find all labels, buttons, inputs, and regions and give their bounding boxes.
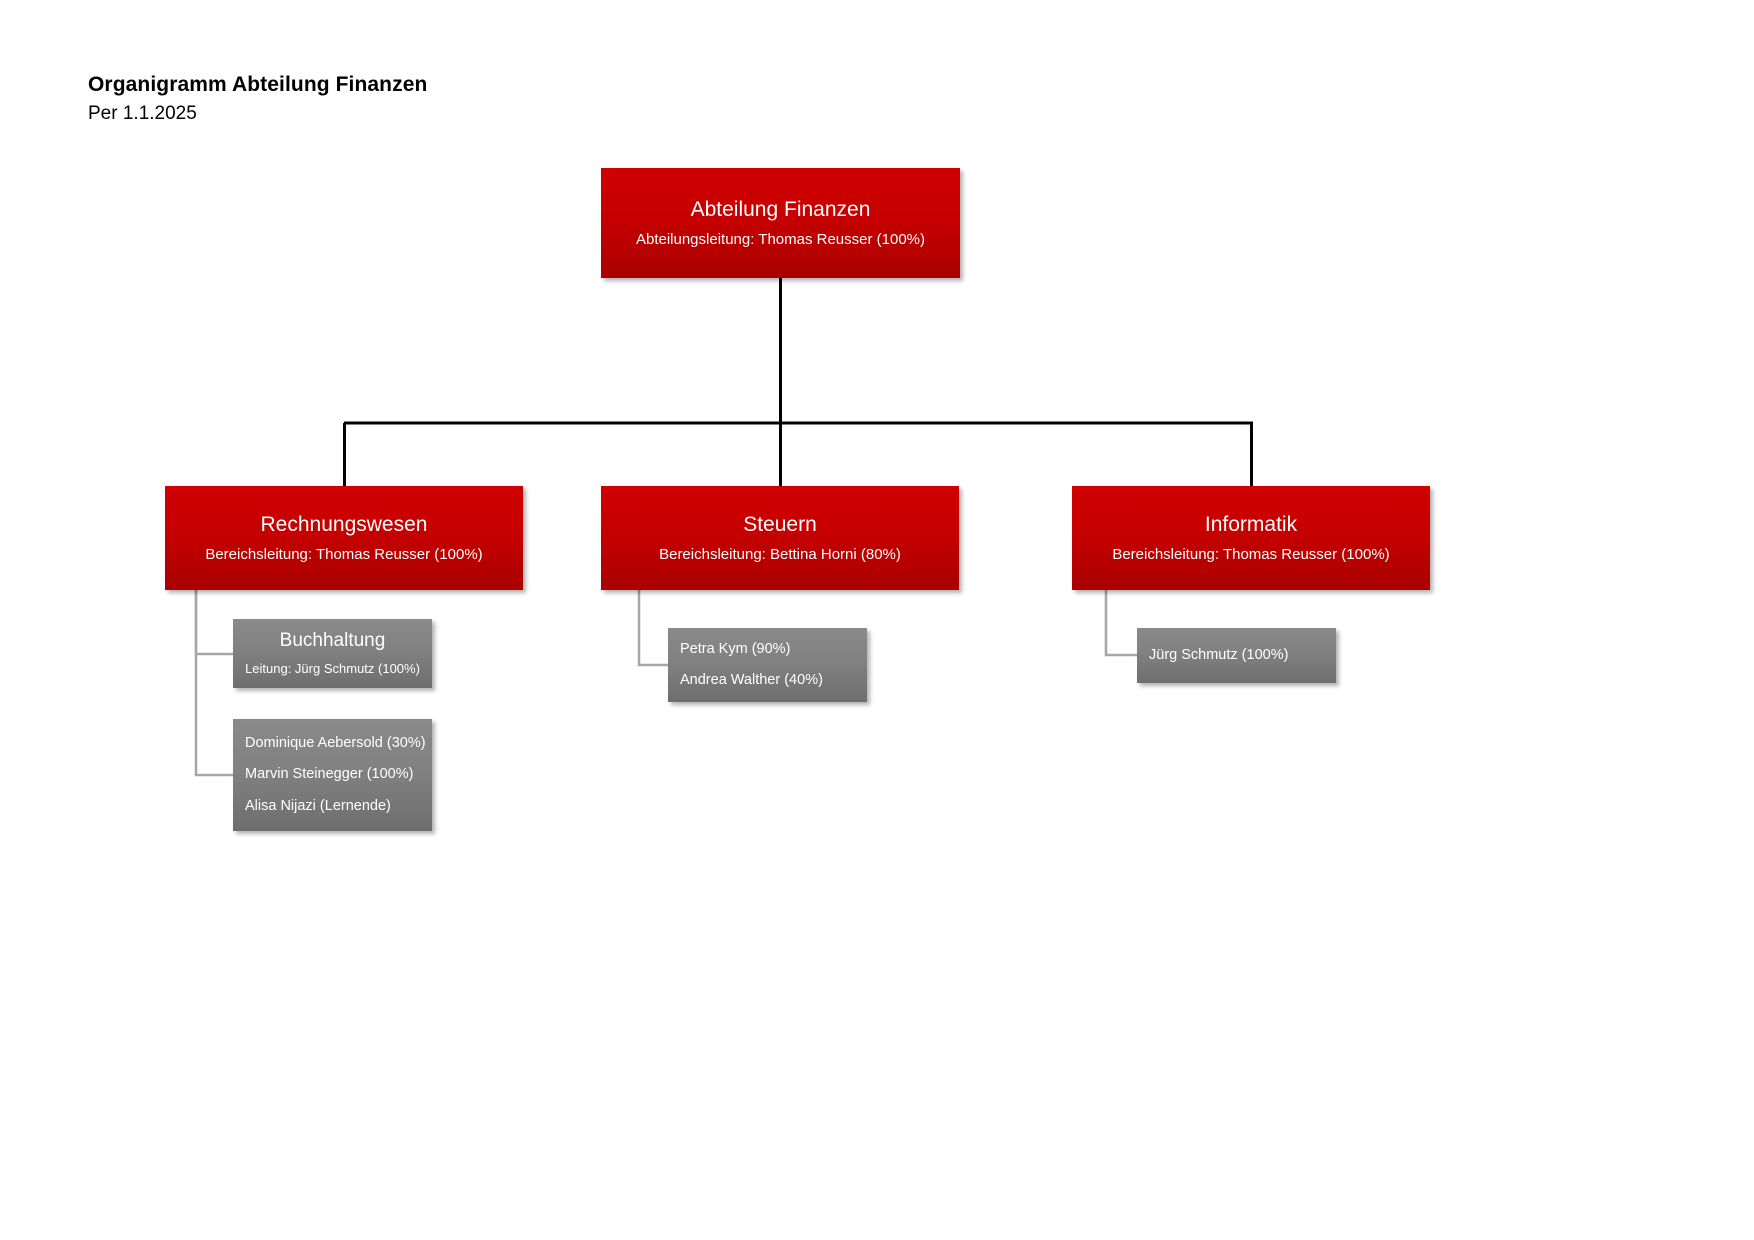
node-subtitle: Abteilungsleitung: Thomas Reusser (100%): [635, 231, 926, 249]
page-subtitle: Per 1.1.2025: [88, 103, 197, 125]
list-item: Alisa Nijazi (Lernende): [245, 797, 391, 814]
staff-list: Petra Kym (90%) Andrea Walther (40%): [668, 634, 867, 697]
node-informatik[interactable]: Informatik Bereichsleitung: Thomas Reuss…: [1072, 486, 1430, 590]
connector-rechnungswesen-buchhaltung: [194, 590, 233, 656]
node-buchhaltung[interactable]: Buchhaltung Leitung: Jürg Schmutz (100%): [233, 619, 432, 688]
staff-box-rechnungswesen[interactable]: Dominique Aebersold (30%) Marvin Steineg…: [233, 719, 432, 831]
list-item: Andrea Walther (40%): [680, 672, 823, 688]
document-header: Organigramm Abteilung Finanzen Per 1.1.2…: [88, 72, 788, 127]
node-abteilung-finanzen[interactable]: Abteilung Finanzen Abteilungsleitung: Th…: [601, 168, 960, 278]
staff-list: Dominique Aebersold (30%) Marvin Steineg…: [233, 728, 432, 822]
connector-informatik-staff: [1104, 590, 1137, 657]
list-item: Marvin Steinegger (100%): [245, 766, 414, 783]
staff-box-steuern[interactable]: Petra Kym (90%) Andrea Walther (40%): [668, 628, 867, 702]
node-rechnungswesen[interactable]: Rechnungswesen Bereichsleitung: Thomas R…: [165, 486, 523, 590]
list-item: Dominique Aebersold (30%): [245, 734, 426, 751]
connector-rechnungswesen-staff: [194, 590, 233, 777]
list-item: Jürg Schmutz (100%): [1149, 646, 1289, 663]
node-steuern[interactable]: Steuern Bereichsleitung: Bettina Horni (…: [601, 486, 959, 590]
node-title: Abteilung Finanzen: [690, 197, 871, 221]
node-title: Informatik: [1204, 512, 1298, 536]
node-title: Rechnungswesen: [260, 512, 428, 536]
node-title: Steuern: [743, 512, 817, 536]
node-subtitle: Leitung: Jürg Schmutz (100%): [245, 661, 420, 677]
node-subtitle: Bereichsleitung: Thomas Reusser (100%): [1112, 546, 1390, 564]
page-title: Organigramm Abteilung Finanzen: [88, 73, 428, 96]
connector-steuern-staff: [637, 590, 668, 667]
staff-list: Jürg Schmutz (100%): [1137, 640, 1336, 671]
node-subtitle: Bereichsleitung: Thomas Reusser (100%): [205, 546, 483, 564]
list-item: Petra Kym (90%): [680, 640, 791, 657]
node-subtitle: Bereichsleitung: Bettina Horni (80%): [659, 546, 901, 564]
staff-box-informatik[interactable]: Jürg Schmutz (100%): [1137, 628, 1336, 683]
node-title: Buchhaltung: [279, 630, 386, 652]
